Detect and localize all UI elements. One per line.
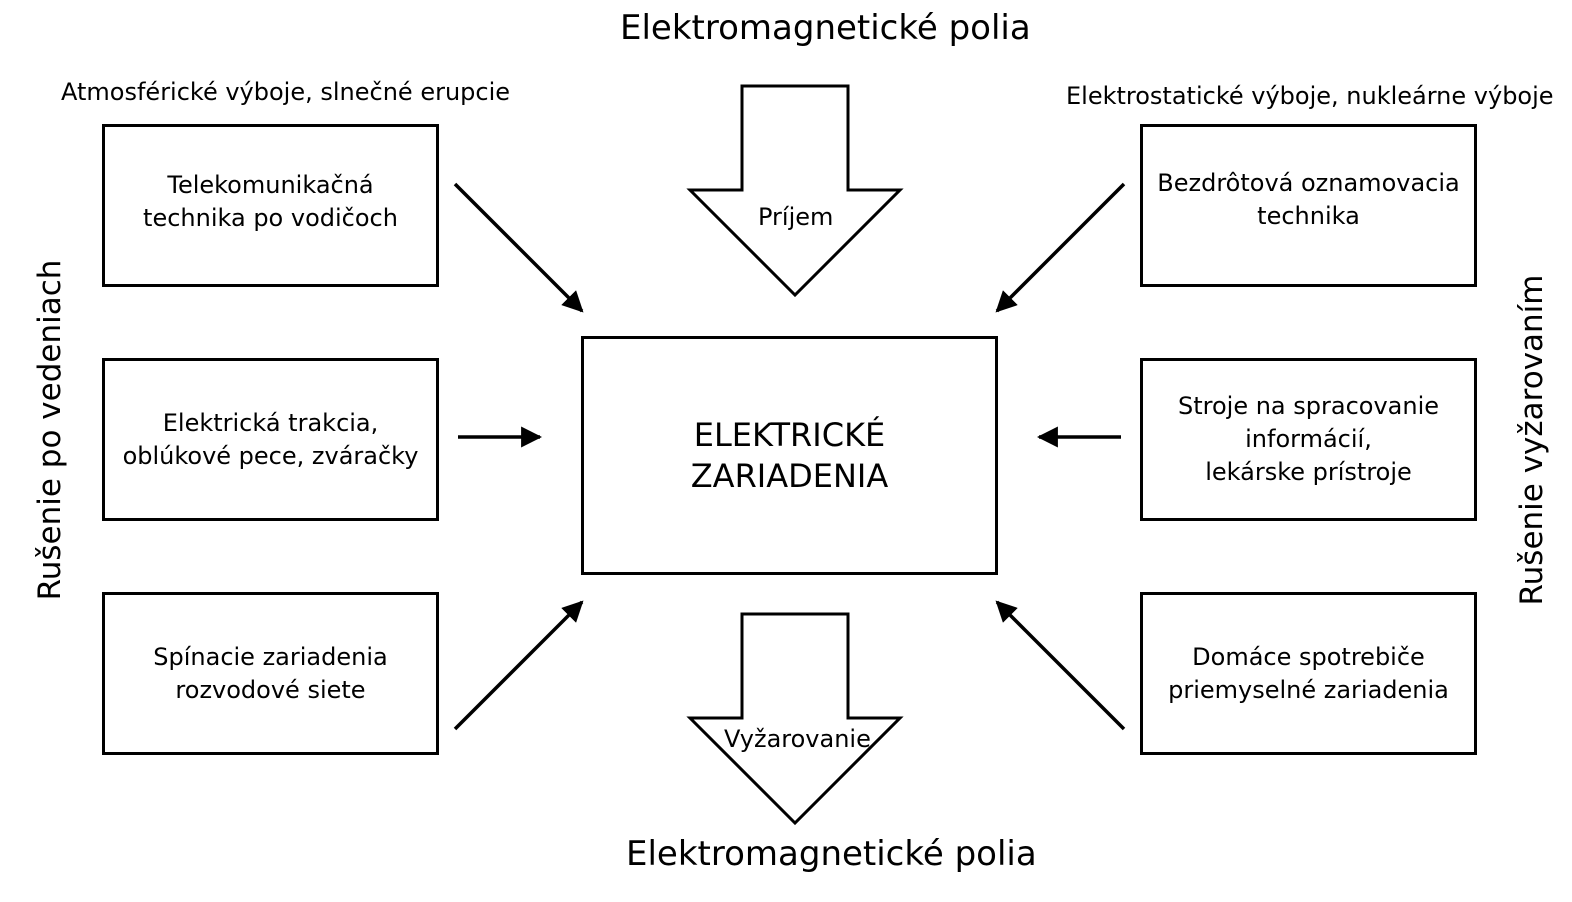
arrow-bottom-right — [995, 600, 1126, 731]
center-line-2: ZARIADENIA — [690, 456, 889, 495]
top-left-caption: Atmosférické výboje, slnečné erupcie — [61, 78, 511, 106]
right-box-2-line-2: informácií, — [1245, 425, 1372, 453]
arrow-bottom-left — [453, 600, 584, 731]
reception-block-arrow — [686, 84, 904, 298]
emission-label: Vyžarovanie — [724, 725, 871, 753]
right-box-3-line-1: Domáce spotrebiče — [1192, 642, 1425, 671]
top-title: Elektromagnetické polia — [620, 8, 1031, 48]
emission-block-arrow — [686, 612, 904, 826]
right-box-1-line-2: technika — [1257, 202, 1360, 230]
reception-label: Príjem — [758, 203, 834, 231]
right-box-wireless: Bezdrôtová oznamovacia technika — [1140, 124, 1477, 287]
left-box-3-line-1: Spínacie zariadenia — [153, 642, 388, 671]
arrow-top-right — [995, 182, 1126, 313]
electrical-equipment-box: ELEKTRICKÉ ZARIADENIA — [581, 336, 998, 575]
left-box-2-line-2: oblúkové pece, zváračky — [122, 441, 419, 470]
left-box-3-line-2: rozvodové siete — [175, 675, 366, 704]
left-box-telecom: Telekomunikačná technika po vodičoch — [102, 124, 439, 287]
right-box-2-line-1: Stroje na spracovanie — [1177, 392, 1440, 420]
bottom-title: Elektromagnetické polia — [626, 834, 1037, 874]
right-box-it-machines: Stroje na spracovanie informácií, lekárs… — [1140, 358, 1477, 521]
arrow-top-left — [453, 182, 584, 313]
right-box-3-line-2: priemyselné zariadenia — [1168, 675, 1449, 704]
right-box-1-line-1: Bezdrôtová oznamovacia — [1157, 169, 1460, 197]
center-line-1: ELEKTRICKÉ — [693, 415, 886, 454]
left-box-switching: Spínacie zariadenia rozvodové siete — [102, 592, 439, 755]
left-box-1-line-2: technika po vodičoch — [143, 204, 398, 232]
left-box-traction: Elektrická trakcia, oblúkové pece, zvára… — [102, 358, 439, 521]
left-box-1-line-1: Telekomunikačná — [167, 171, 374, 199]
left-box-2-line-1: Elektrická trakcia, — [162, 408, 379, 437]
right-box-appliances: Domáce spotrebiče priemyselné zariadenia — [1140, 592, 1477, 755]
top-right-caption: Elektrostatické výboje, nukleárne výboje — [1066, 82, 1554, 110]
right-box-2-line-3: lekárske prístroje — [1205, 458, 1412, 486]
